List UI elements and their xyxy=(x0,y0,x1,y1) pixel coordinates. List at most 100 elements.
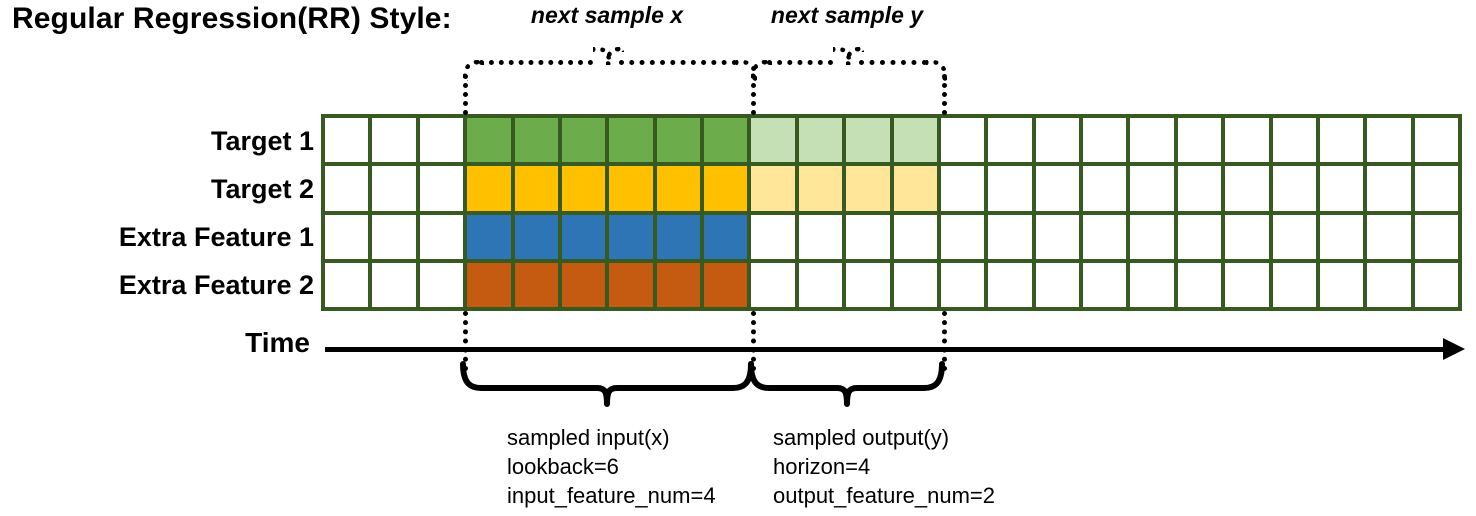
grid-cell xyxy=(988,166,1032,211)
grid-cell xyxy=(988,214,1032,259)
grid-cell xyxy=(751,118,795,163)
grid-cell xyxy=(656,166,700,211)
grid-cell xyxy=(467,166,511,211)
grid-cell xyxy=(846,166,890,211)
row-label-extra-feature-2: Extra Feature 2 xyxy=(118,270,314,300)
grid-cell xyxy=(1177,262,1222,307)
page-title: Regular Regression(RR) Style: xyxy=(12,2,452,35)
grid-cell xyxy=(1414,118,1458,163)
brace-sampled-input xyxy=(460,361,754,407)
grid-cell xyxy=(1177,166,1222,211)
grid-cell xyxy=(372,214,416,259)
grid-cell xyxy=(372,166,416,211)
label-sampled-output: sampled output(y) horizon=4 output_featu… xyxy=(773,423,995,510)
grid-cell xyxy=(704,214,748,259)
grid-cell xyxy=(372,262,416,307)
sampled-input-line-2: lookback=6 xyxy=(507,454,619,479)
grid-cell xyxy=(798,214,843,259)
sampled-input-line-1: sampled input(x) xyxy=(507,425,670,450)
grid-cell xyxy=(609,118,653,163)
row-label-extra-feature-1: Extra Feature 1 xyxy=(118,222,314,252)
sampled-input-line-3: input_feature_num=4 xyxy=(507,483,716,508)
brace-sampled-output xyxy=(748,361,945,407)
guide-input-end xyxy=(751,311,756,371)
grid-cell xyxy=(467,262,511,307)
grid-cell xyxy=(1225,214,1269,259)
grid-cell xyxy=(846,118,890,163)
grid-cell xyxy=(1225,262,1269,307)
grid-cell xyxy=(467,214,511,259)
grid-cell xyxy=(1083,214,1127,259)
grid-cell xyxy=(419,262,464,307)
row-label-target-2: Target 2 xyxy=(210,174,314,204)
guide-input-start xyxy=(463,311,468,371)
grid-cell xyxy=(1225,118,1269,163)
grid-cell xyxy=(1367,214,1411,259)
grid-cell xyxy=(561,118,606,163)
grid-cell xyxy=(893,118,937,163)
grid-cell xyxy=(1035,214,1079,259)
grid-cell xyxy=(656,262,700,307)
grid-cell xyxy=(561,262,606,307)
grid-cell xyxy=(1130,214,1174,259)
grid-cell xyxy=(325,166,369,211)
grid-cell xyxy=(751,214,795,259)
grid-cell xyxy=(1319,118,1364,163)
grid-cell xyxy=(419,166,464,211)
grid-cell xyxy=(704,166,748,211)
time-axis-label: Time xyxy=(245,327,310,358)
grid-cell xyxy=(1319,214,1364,259)
time-axis-line xyxy=(325,347,1455,352)
grid-cell xyxy=(514,118,558,163)
grid-cell xyxy=(656,214,700,259)
grid-cell xyxy=(940,118,985,163)
sampled-output-line-3: output_feature_num=2 xyxy=(773,483,996,508)
grid-cell xyxy=(988,262,1032,307)
grid-row-extra-feature-2 xyxy=(325,262,1458,307)
grid-cell xyxy=(1035,262,1079,307)
grid-cell xyxy=(704,118,748,163)
grid-cell xyxy=(1414,166,1458,211)
grid-cell xyxy=(372,118,416,163)
grid-cell xyxy=(1272,166,1316,211)
grid-cell xyxy=(325,214,369,259)
grid-cell xyxy=(419,214,464,259)
grid-cell xyxy=(1083,262,1127,307)
annotation-next-sample-y: next sample y xyxy=(770,2,924,28)
grid-cell xyxy=(609,214,653,259)
grid-cell xyxy=(514,214,558,259)
guide-output-end xyxy=(942,311,947,371)
grid-cell xyxy=(1177,214,1222,259)
grid-cell xyxy=(1272,214,1316,259)
sampled-output-line-2: horizon=4 xyxy=(773,454,871,479)
timeseries-grid xyxy=(321,114,1462,311)
grid-cell xyxy=(1130,262,1174,307)
grid-cell xyxy=(893,262,937,307)
grid-cell xyxy=(419,118,464,163)
grid-cell xyxy=(1272,118,1316,163)
grid-cell xyxy=(940,166,985,211)
row-label-target-1: Target 1 xyxy=(210,126,314,156)
grid-cell xyxy=(798,118,843,163)
grid-cell xyxy=(893,214,937,259)
grid-cell xyxy=(1083,166,1127,211)
grid-cell xyxy=(893,166,937,211)
grid-cell xyxy=(1414,262,1458,307)
grid-cell xyxy=(1272,262,1316,307)
grid-cell xyxy=(609,166,653,211)
annotation-next-sample-x: next sample x xyxy=(530,2,684,28)
grid-row-target-1 xyxy=(325,118,1458,163)
sampled-output-line-1: sampled output(y) xyxy=(773,425,950,450)
grid-cell xyxy=(609,262,653,307)
grid-cell xyxy=(1367,166,1411,211)
grid-cell xyxy=(561,166,606,211)
grid-cell xyxy=(940,262,985,307)
grid-cell xyxy=(751,166,795,211)
grid-cell xyxy=(1035,118,1079,163)
grid-cell xyxy=(846,262,890,307)
grid-row-extra-feature-1 xyxy=(325,214,1458,259)
grid-cell xyxy=(1130,166,1174,211)
grid-cell xyxy=(988,118,1032,163)
grid-cell xyxy=(656,118,700,163)
grid-cell xyxy=(1035,166,1079,211)
